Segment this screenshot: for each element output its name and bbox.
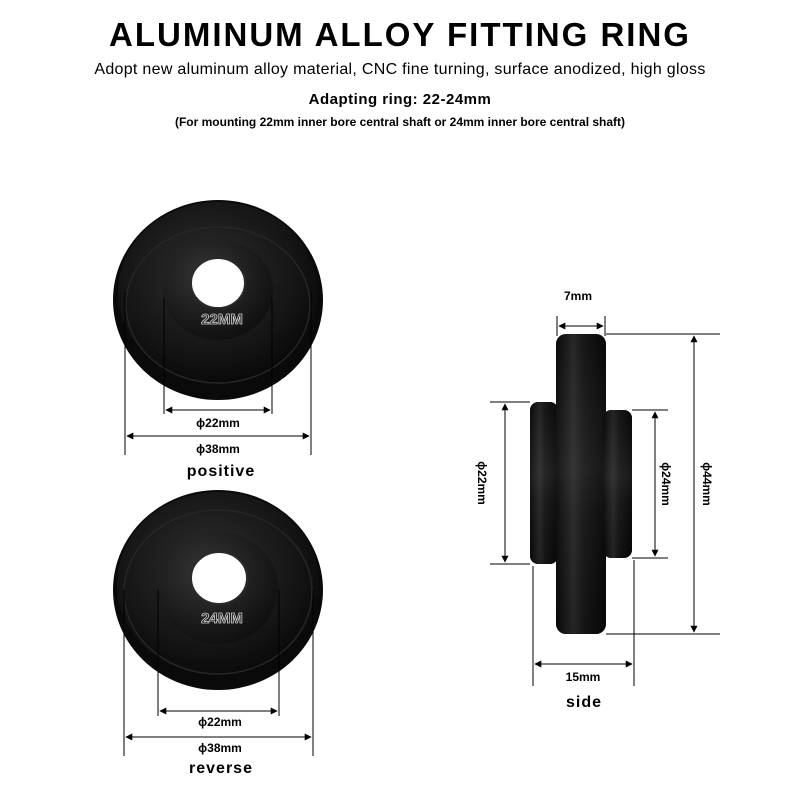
reverse-engraving: 24MM bbox=[201, 610, 243, 627]
positive-caption: positive bbox=[187, 463, 255, 480]
reverse-bore-hole bbox=[190, 551, 248, 605]
side-mid-dia: ϕ24mm bbox=[659, 462, 673, 506]
side-caption: side bbox=[566, 694, 602, 711]
page-subtitle: Adopt new aluminum alloy material, CNC f… bbox=[94, 61, 706, 78]
side-right-dia: ϕ44mm bbox=[700, 462, 714, 506]
positive-inner-dim: ϕ22mm bbox=[196, 416, 240, 430]
spec-line: Adapting ring: 22-24mm bbox=[308, 91, 492, 108]
side-total-width: 15mm bbox=[566, 670, 601, 684]
page-title: ALUMINUM ALLOY FITTING RING bbox=[109, 16, 691, 53]
side-left-dia: ϕ22mm bbox=[475, 461, 489, 505]
reverse-caption: reverse bbox=[189, 760, 253, 777]
spec-note: (For mounting 22mm inner bore central sh… bbox=[174, 115, 626, 129]
positive-engraving: 22MM bbox=[201, 311, 243, 328]
positive-view: 22MM ϕ22mm ϕ38mm positive bbox=[113, 200, 323, 480]
reverse-view: 24MM ϕ22mm ϕ38mm reverse bbox=[113, 490, 323, 777]
side-view: 7mm 15mm ϕ22mm ϕ24mm ϕ44mm side bbox=[475, 289, 720, 711]
positive-outer-dim: ϕ38mm bbox=[196, 442, 240, 456]
positive-bore-hole bbox=[190, 257, 246, 309]
reverse-inner-dim: ϕ22mm bbox=[198, 715, 242, 729]
side-top-width: 7mm bbox=[564, 289, 592, 303]
reverse-outer-dim: ϕ38mm bbox=[198, 741, 242, 755]
